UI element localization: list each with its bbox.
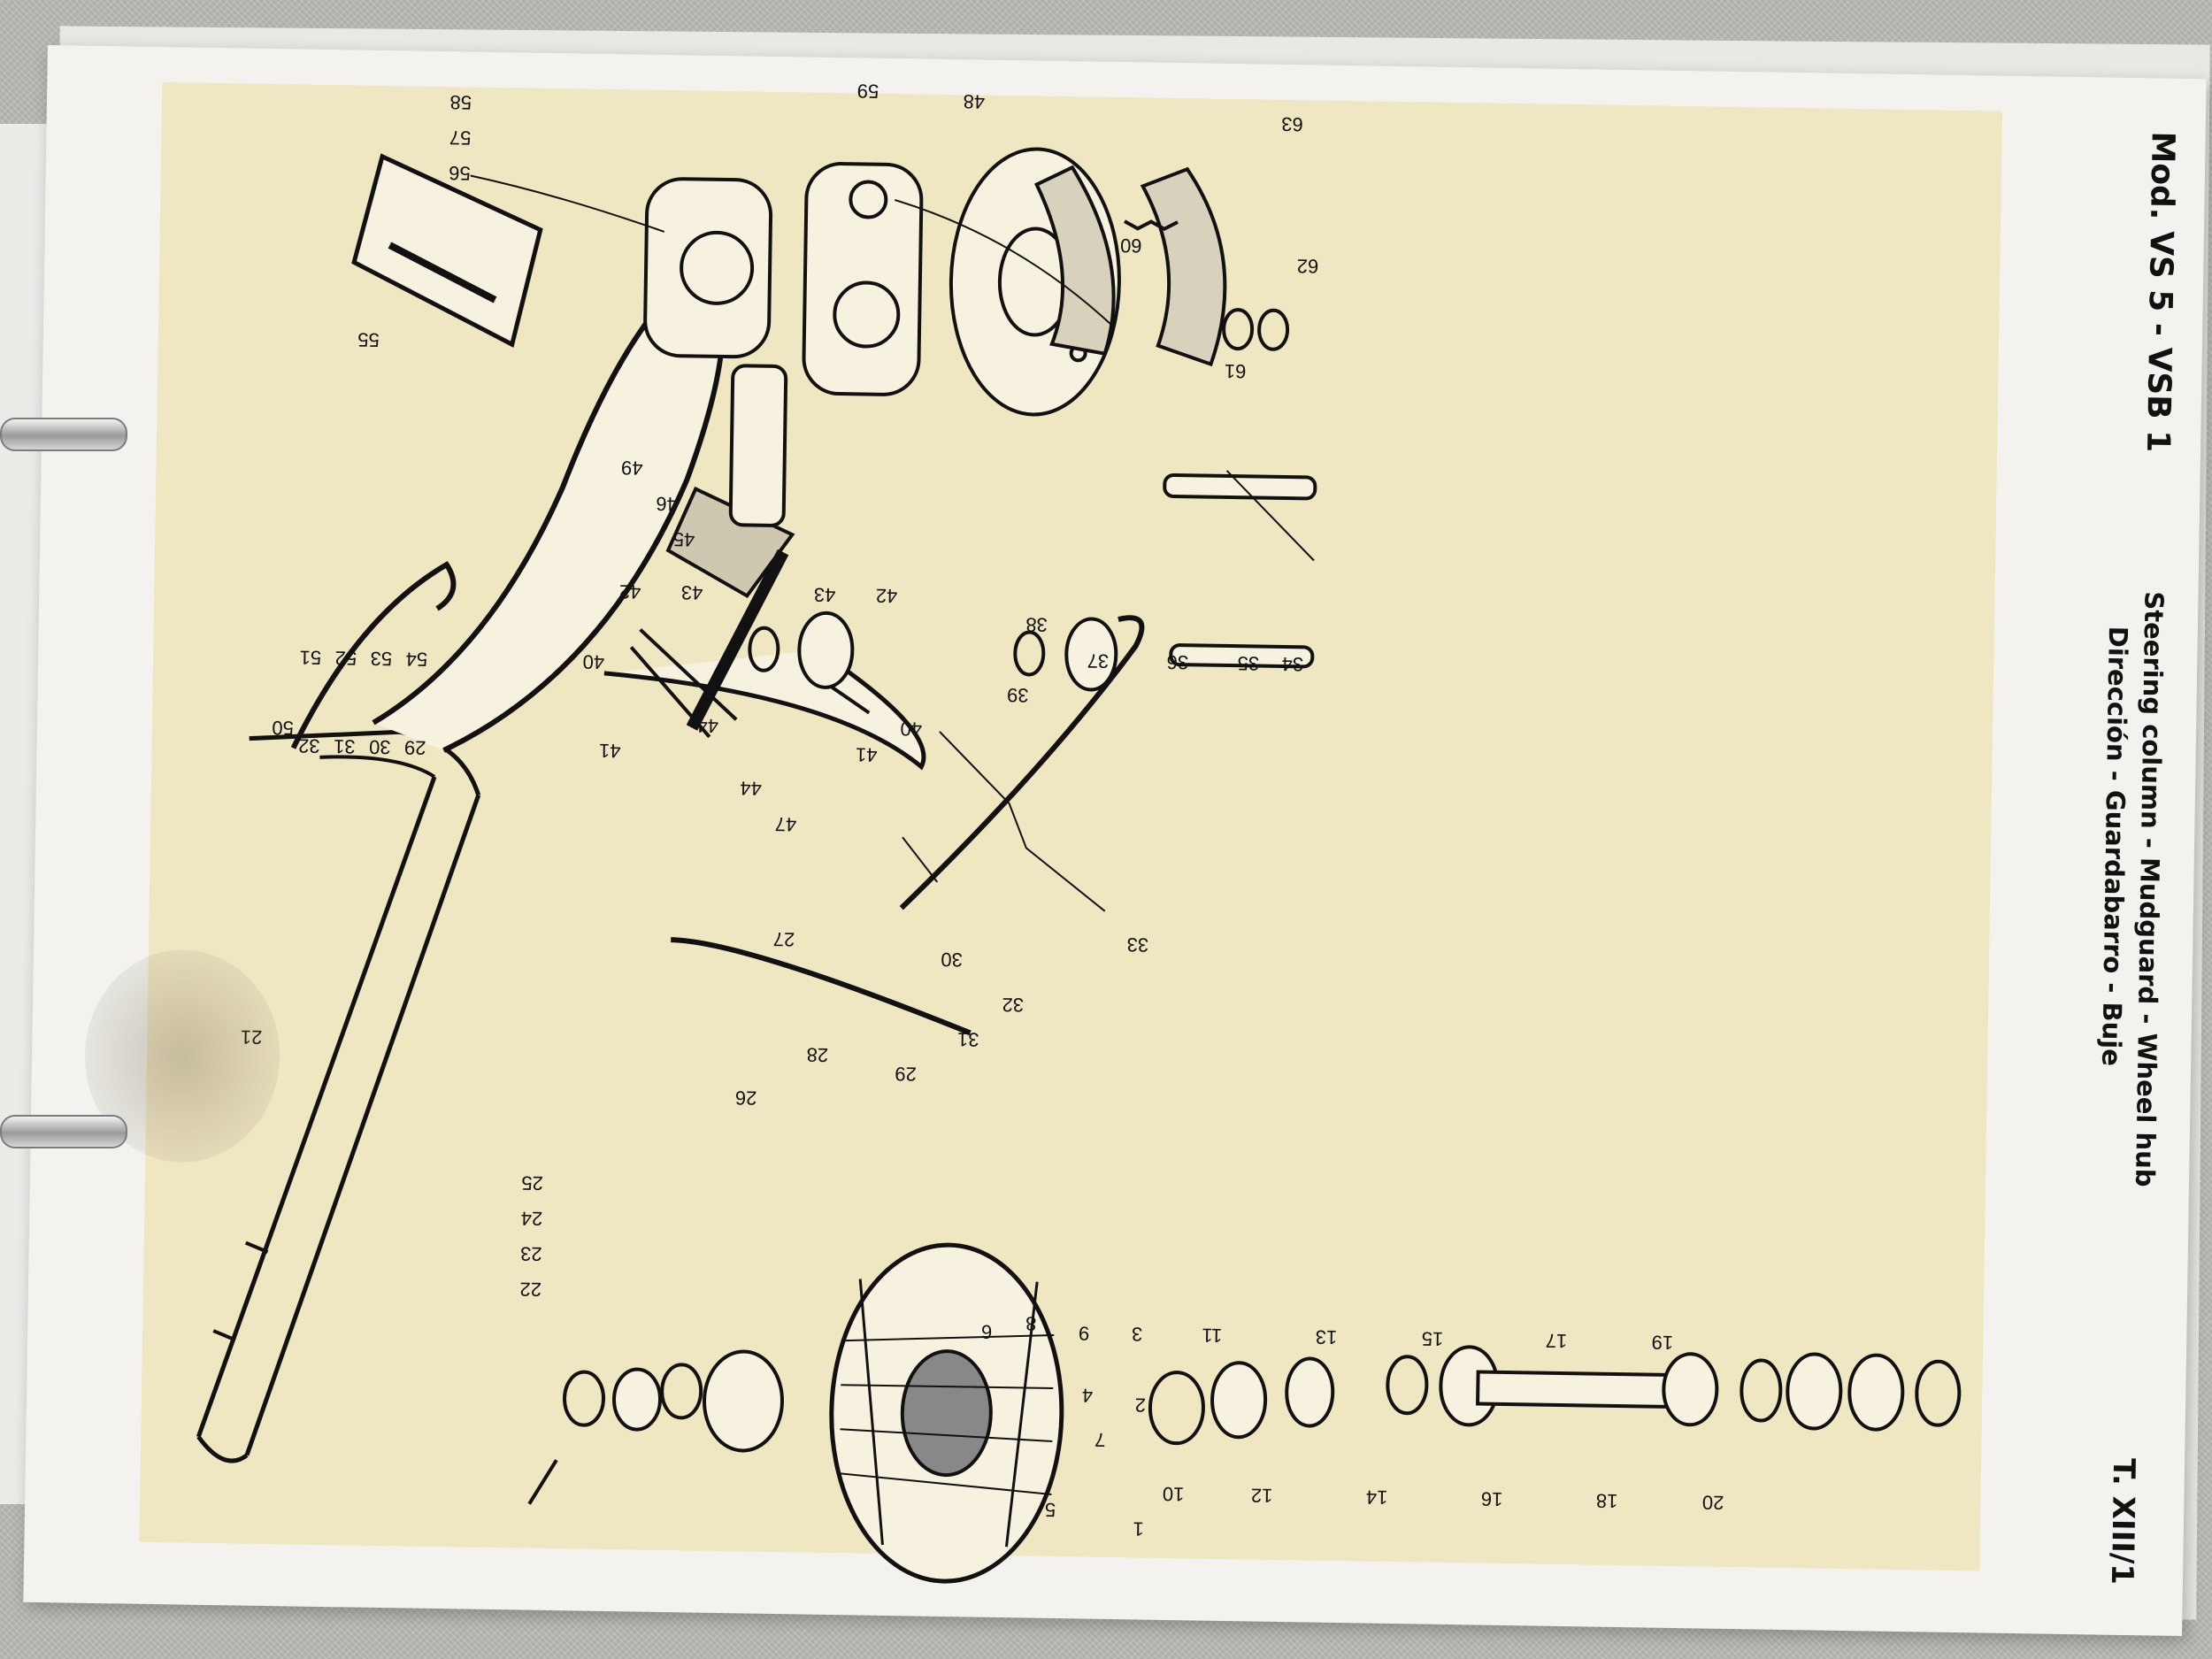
callout-42: 42 [876, 585, 898, 607]
callout-29: 29 [895, 1063, 917, 1085]
callout-53: 53 [370, 648, 392, 670]
callout-36: 36 [1166, 651, 1188, 673]
callout-35: 35 [1237, 652, 1259, 674]
callout-23: 23 [520, 1243, 542, 1265]
callout-50: 50 [272, 717, 294, 739]
callout-42b: 42 [619, 580, 641, 603]
drawing-lines [196, 147, 1962, 1584]
plate-number-block: T. XIII/1 [2104, 1458, 2141, 1586]
callout-58: 58 [449, 91, 472, 113]
callout-40: 40 [900, 718, 922, 740]
callout-30b: 30 [369, 736, 391, 758]
callout-60: 60 [1120, 234, 1142, 257]
callout-39: 39 [1007, 684, 1029, 706]
callout-32b: 32 [298, 734, 320, 757]
callout-2: 2 [1135, 1394, 1147, 1416]
callout-4: 4 [1082, 1384, 1094, 1406]
callout-48: 48 [963, 90, 985, 112]
fork-link [643, 162, 924, 731]
callout-57: 57 [449, 127, 472, 149]
callout-55: 55 [357, 328, 380, 350]
plate-number: T. XIII/1 [2104, 1458, 2141, 1586]
callout-26: 26 [735, 1087, 757, 1109]
callout-31: 31 [957, 1028, 979, 1050]
model-title: Mod. VS 5 - VSB 1 [2139, 131, 2181, 452]
callout-28: 28 [806, 1044, 828, 1066]
callout-27: 27 [773, 928, 795, 950]
exploded-diagram: Mod. VS 5 - VSB 1 Steering column - Mudg… [196, 80, 2181, 1586]
callout-30: 30 [941, 949, 963, 971]
brake-shoes [1033, 165, 1227, 367]
callout-41b: 41 [599, 740, 621, 762]
callout-44b: 44 [696, 715, 718, 737]
callout-19: 19 [1651, 1332, 1673, 1354]
callout-5: 5 [1045, 1499, 1056, 1521]
callout-52: 52 [334, 647, 357, 669]
axle-parts [1148, 1345, 1962, 1446]
callout-63: 63 [1281, 113, 1303, 135]
leader-lines [470, 174, 1315, 912]
callout-10: 10 [1163, 1483, 1185, 1505]
callout-16: 16 [1481, 1488, 1503, 1510]
callout-29b: 29 [404, 736, 426, 758]
callout-59: 59 [857, 80, 879, 102]
callout-51: 51 [299, 647, 321, 669]
callout-21: 21 [241, 1026, 263, 1048]
callout-12: 12 [1251, 1485, 1273, 1507]
callout-8: 8 [1025, 1312, 1037, 1334]
binder-ring-bottom [0, 1115, 127, 1148]
callout-41: 41 [856, 743, 878, 765]
callout-24: 24 [521, 1208, 543, 1230]
header-block: Mod. VS 5 - VSB 1 Steering column - Mudg… [2096, 131, 2181, 1187]
callout-3: 3 [1132, 1323, 1143, 1345]
callout-13: 13 [1316, 1326, 1338, 1348]
callout-40b: 40 [582, 651, 604, 673]
callout-33: 33 [1126, 933, 1148, 956]
callout-11: 11 [1202, 1325, 1222, 1347]
callout-20: 20 [1702, 1492, 1724, 1514]
callout-46: 46 [656, 493, 678, 515]
callout-37: 37 [1087, 649, 1110, 672]
callout-6: 6 [981, 1321, 993, 1343]
callout-31b: 31 [334, 735, 356, 757]
binder-ring-top [0, 418, 127, 451]
callout-7: 7 [1094, 1429, 1106, 1451]
manual-page: Mod. VS 5 - VSB 1 Steering column - Mudg… [23, 44, 2207, 1637]
callout-49: 49 [621, 457, 643, 479]
callout-61: 61 [1225, 360, 1247, 382]
callout-15: 15 [1422, 1328, 1444, 1350]
light-cover [351, 153, 543, 348]
callout-1: 1 [1133, 1517, 1144, 1540]
callout-9: 9 [1079, 1322, 1090, 1344]
callout-38: 38 [1025, 613, 1048, 635]
rotated-content: Mod. VS 5 - VSB 1 Steering column - Mudg… [196, 80, 2181, 1586]
trim-arcs [290, 561, 1145, 1036]
pins [748, 308, 1317, 692]
callout-34: 34 [1281, 653, 1303, 675]
callout-25: 25 [521, 1172, 543, 1194]
callout-14: 14 [1366, 1486, 1388, 1509]
title-en: Steering column - Mudguard - Wheel hub [2130, 591, 2170, 1187]
wheel-hub [829, 1242, 1064, 1584]
callout-18: 18 [1596, 1490, 1618, 1512]
callout-43: 43 [814, 584, 836, 606]
callout-45: 45 [673, 528, 695, 550]
title-es: Dirección - Guardabarro - Buje [2096, 626, 2133, 1067]
callout-56: 56 [449, 162, 471, 184]
right-hardware [527, 1349, 785, 1505]
callout-62: 62 [1297, 255, 1319, 277]
callout-47: 47 [775, 813, 797, 835]
callout-32: 32 [1002, 994, 1024, 1016]
callout-43b: 43 [681, 581, 703, 603]
callout-54: 54 [405, 648, 427, 670]
callout-17: 17 [1546, 1330, 1568, 1352]
callout-44: 44 [740, 777, 762, 799]
callout-numbers: 1 2 3 4 5 6 7 8 9 10 11 12 13 14 15 16 1… [241, 80, 1724, 1540]
callout-22: 22 [519, 1279, 541, 1301]
